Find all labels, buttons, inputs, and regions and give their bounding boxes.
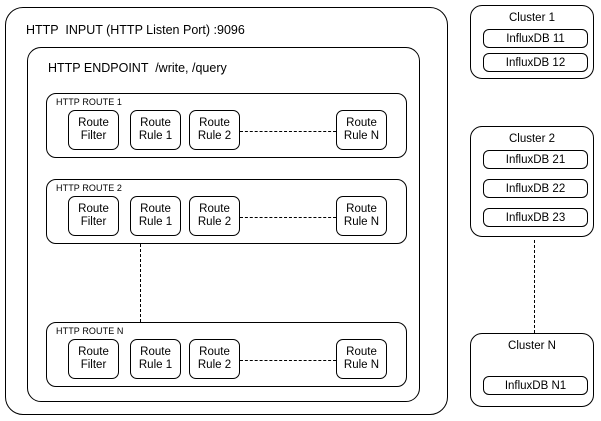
node-line-2: Rule 2 <box>197 216 232 228</box>
node-line-1: Route <box>78 203 109 216</box>
cluster-2-influxdb-22[interactable]: InfluxDB 22 <box>483 179 588 198</box>
http-input-label: HTTP INPUT (HTTP Listen Port) :9096 <box>26 23 245 37</box>
cluster-2-influxdb-21[interactable]: InfluxDB 21 <box>483 150 588 169</box>
node-line-2: Filter <box>80 216 107 228</box>
node-line-2: Rule N <box>343 130 380 142</box>
node-line-1: Route <box>140 346 171 359</box>
node-line-2: Filter <box>80 130 107 142</box>
node-line-1: Route <box>199 117 230 130</box>
http-route-n-label: HTTP ROUTE N <box>56 326 124 336</box>
node-line-1: Route <box>78 346 109 359</box>
route-1-route-rule-2[interactable]: Route Rule 2 <box>189 110 240 150</box>
node-line-2: Rule 1 <box>138 130 173 142</box>
cluster-1-influxdb-11[interactable]: InfluxDB 11 <box>483 29 588 48</box>
route-n-rule-ellipsis-connector <box>240 360 336 361</box>
route-1-route-rule-1[interactable]: Route Rule 1 <box>130 110 181 150</box>
route-1-route-filter[interactable]: Route Filter <box>68 110 119 150</box>
node-line-1: Route <box>140 203 171 216</box>
cluster-ellipsis-connector <box>534 240 535 333</box>
route-1-rule-ellipsis-connector <box>240 131 336 132</box>
node-line-1: Route <box>346 203 377 216</box>
node-line-1: Route <box>78 117 109 130</box>
cluster-1-influxdb-12[interactable]: InfluxDB 12 <box>483 53 588 72</box>
route-n-route-rule-1[interactable]: Route Rule 1 <box>130 339 181 379</box>
node-line-2: Rule 1 <box>138 216 173 228</box>
cluster-2-influxdb-23[interactable]: InfluxDB 23 <box>483 208 588 227</box>
cluster-n-label: Cluster N <box>508 340 556 352</box>
node-line-2: Filter <box>80 359 107 371</box>
node-line-1: Route <box>199 203 230 216</box>
cluster-n-container: Cluster N <box>470 333 594 407</box>
node-line-1: Route <box>199 346 230 359</box>
node-line-1: Route <box>346 117 377 130</box>
node-line-2: Rule N <box>343 359 380 371</box>
http-route-1-label: HTTP ROUTE 1 <box>56 97 123 107</box>
route-2-route-rule-2[interactable]: Route Rule 2 <box>189 196 240 236</box>
node-line-2: Rule N <box>343 216 380 228</box>
route-n-route-rule-n[interactable]: Route Rule N <box>336 339 387 379</box>
route-2-rule-ellipsis-connector <box>240 217 336 218</box>
node-line-2: Rule 2 <box>197 359 232 371</box>
node-line-1: Route <box>346 346 377 359</box>
node-line-1: Route <box>140 117 171 130</box>
node-line-2: Rule 2 <box>197 130 232 142</box>
route-1-route-rule-n[interactable]: Route Rule N <box>336 110 387 150</box>
route-n-route-filter[interactable]: Route Filter <box>68 339 119 379</box>
route-2-route-filter[interactable]: Route Filter <box>68 196 119 236</box>
route-2-route-rule-n[interactable]: Route Rule N <box>336 196 387 236</box>
route-2-route-rule-1[interactable]: Route Rule 1 <box>130 196 181 236</box>
cluster-1-label: Cluster 1 <box>508 12 556 24</box>
route-n-route-rule-2[interactable]: Route Rule 2 <box>189 339 240 379</box>
node-line-2: Rule 1 <box>138 359 173 371</box>
http-route-2-label: HTTP ROUTE 2 <box>56 183 123 193</box>
cluster-2-label: Cluster 2 <box>508 133 556 145</box>
http-endpoint-label: HTTP ENDPOINT /write, /query <box>48 61 227 75</box>
cluster-n-influxdb-n1[interactable]: InfluxDB N1 <box>483 376 588 395</box>
route-group-ellipsis-connector <box>140 244 141 322</box>
